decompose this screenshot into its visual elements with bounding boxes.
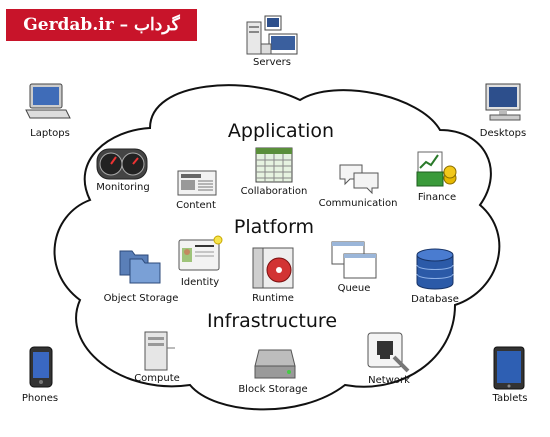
newspaper-icon	[177, 170, 217, 196]
laptop-icon	[25, 83, 71, 119]
layer-title-platform: Platform	[233, 216, 315, 238]
database-icon	[416, 248, 454, 290]
server-tower-icon	[144, 331, 175, 371]
servers-icon	[246, 15, 298, 55]
network-label: Network	[368, 375, 410, 386]
chat-bubbles-icon	[339, 164, 379, 195]
spreadsheet-icon	[255, 147, 293, 183]
brand-badge: Gerdab.ir – گرداب	[6, 9, 197, 41]
queue-windows-icon	[331, 241, 377, 279]
compute-label: Compute	[134, 373, 180, 384]
desktop-icon	[485, 83, 521, 121]
gauge-icon	[96, 148, 148, 180]
object-storage-label: Object Storage	[103, 293, 179, 304]
collaboration-label: Collaboration	[240, 186, 308, 197]
communication-label: Communication	[318, 198, 398, 209]
runtime-label: Runtime	[252, 293, 294, 304]
phones-label: Phones	[21, 393, 59, 404]
desktops-label: Desktops	[479, 128, 527, 139]
id-card-icon	[178, 235, 223, 271]
laptops-label: Laptops	[30, 128, 70, 139]
layer-title-infrastructure: Infrastructure	[206, 310, 338, 332]
phone-icon	[29, 346, 53, 388]
tablets-label: Tablets	[492, 393, 528, 404]
hard-drive-icon	[254, 349, 296, 379]
identity-label: Identity	[180, 277, 220, 288]
finance-icon	[416, 151, 457, 187]
queue-label: Queue	[337, 283, 371, 294]
database-label: Database	[411, 294, 459, 305]
servers-label: Servers	[252, 57, 292, 68]
folders-icon	[119, 250, 161, 284]
monitoring-label: Monitoring	[96, 182, 150, 193]
runtime-disc-icon	[252, 247, 294, 289]
tablet-icon	[493, 346, 525, 390]
block-storage-label: Block Storage	[238, 384, 308, 395]
finance-label: Finance	[417, 192, 457, 203]
layer-title-application: Application	[227, 120, 335, 142]
content-label: Content	[176, 200, 216, 211]
network-jack-icon	[367, 332, 410, 373]
